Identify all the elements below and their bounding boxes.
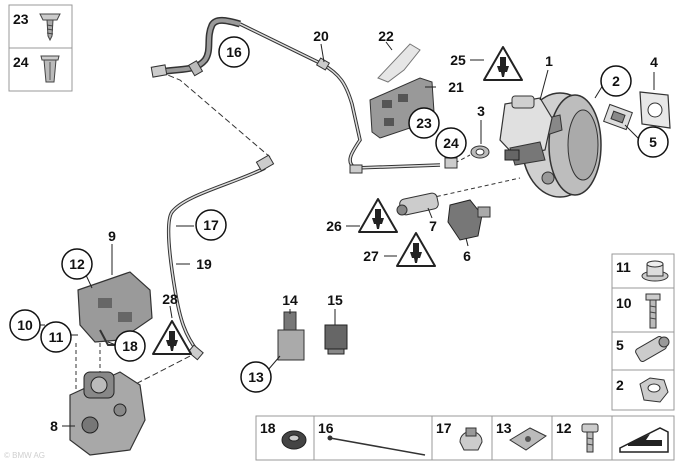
label-1: 1 [545, 53, 553, 69]
right-label-11: 11 [616, 259, 631, 275]
right-label-5: 5 [616, 337, 624, 353]
label-22: 22 [378, 28, 394, 44]
sensor-6 [447, 199, 491, 241]
label-2: 2 [612, 73, 620, 89]
relay-15 [324, 324, 348, 355]
screw-12-icon [581, 423, 599, 453]
cover-22 [377, 43, 421, 83]
label-3: 3 [477, 103, 485, 119]
bottom-label-12: 12 [556, 420, 572, 436]
label-24-mid: 24 [443, 135, 459, 151]
warning-triangle-26 [358, 198, 398, 233]
watermark: © BMW AG [4, 451, 45, 460]
valve-14 [277, 311, 305, 361]
collar-nut-icon [641, 260, 669, 282]
label-17: 17 [203, 217, 219, 233]
label-5: 5 [649, 134, 657, 150]
bottom-label-16: 16 [318, 420, 334, 436]
label-6: 6 [463, 248, 471, 264]
grommet-icon [281, 430, 307, 450]
pipe-connectors [150, 57, 363, 361]
stud-nut-2 [603, 103, 633, 131]
right-label-2: 2 [616, 377, 624, 393]
right-parts-box: 11 10 5 2 [611, 253, 675, 411]
label-25: 25 [450, 52, 466, 68]
label-23-mid: 23 [416, 115, 432, 131]
hex-nut-icon [639, 377, 669, 403]
label-19: 19 [196, 256, 212, 272]
bottom-label-13: 13 [496, 420, 512, 436]
top-left-parts-box: 23 24 [8, 4, 73, 92]
vacuum-pump-8 [69, 371, 146, 456]
label-21: 21 [448, 79, 464, 95]
label-26: 26 [326, 218, 342, 234]
wedge-symbol-icon [619, 427, 669, 453]
label-28: 28 [162, 291, 178, 307]
grommet-3 [444, 145, 490, 169]
bolt-icon [645, 293, 661, 329]
sensor-7 [396, 192, 439, 216]
warning-triangle-27 [396, 232, 436, 267]
bottom-parts-strip: 18 16 17 13 12 [255, 415, 675, 461]
bottom-label-17: 17 [436, 420, 452, 436]
label-23-box: 23 [13, 11, 29, 27]
bracket-9 [77, 271, 153, 346]
label-8: 8 [50, 418, 58, 434]
label-16-top: 16 [226, 44, 242, 60]
callout-circles [9, 36, 669, 393]
clip-icon [459, 427, 483, 451]
hose-icon [327, 435, 426, 456]
label-27: 27 [363, 248, 379, 264]
label-11: 11 [49, 329, 64, 345]
brake-booster [499, 92, 602, 198]
label-15: 15 [327, 292, 343, 308]
label-18: 18 [122, 338, 138, 354]
label-7: 7 [429, 218, 437, 234]
label-20: 20 [313, 28, 329, 44]
warning-triangle-25 [483, 46, 523, 81]
expanding-nut-icon [40, 55, 60, 83]
gasket-4 [639, 91, 671, 129]
label-12: 12 [69, 256, 85, 272]
label-24-box: 24 [13, 54, 29, 70]
bottom-label-18: 18 [260, 420, 276, 436]
label-4: 4 [650, 54, 658, 70]
right-label-10: 10 [616, 295, 632, 311]
vacuum-lines [75, 16, 521, 393]
label-13: 13 [248, 369, 264, 385]
label-14: 14 [282, 292, 298, 308]
clamp-icon [509, 427, 547, 451]
label-10: 10 [17, 317, 33, 333]
screw-icon [39, 13, 61, 42]
label-9: 9 [108, 228, 116, 244]
stud-bolt-icon [635, 336, 670, 362]
